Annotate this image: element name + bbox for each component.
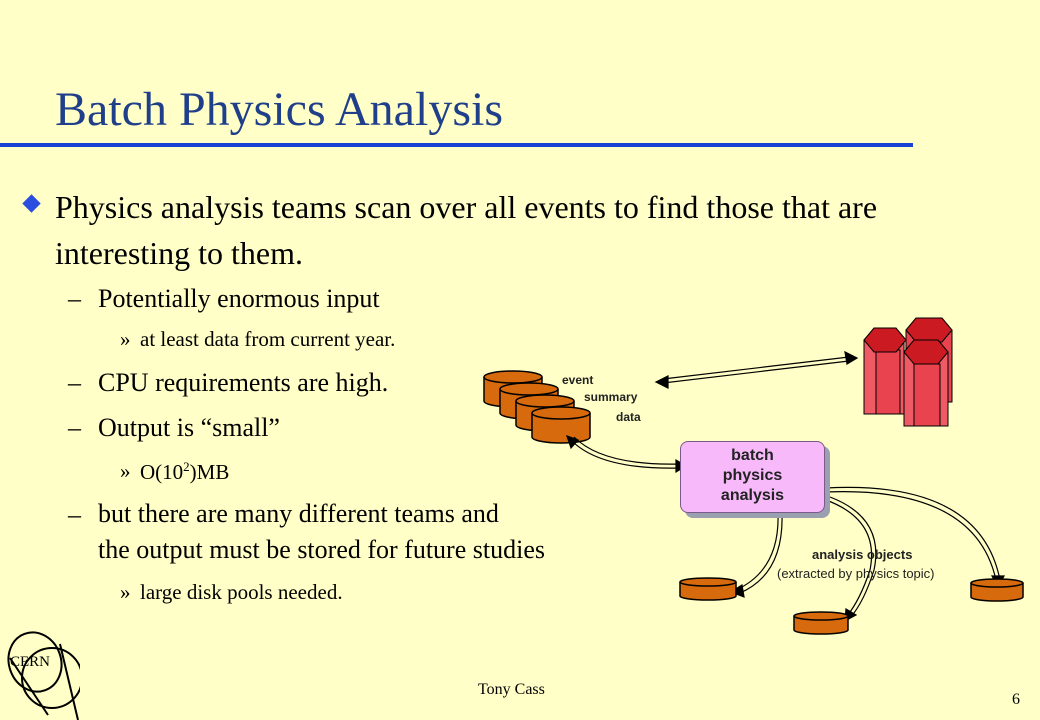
data-label: data [616,410,641,424]
page-number: 6 [1012,691,1020,708]
title-underline [0,143,913,147]
batch-physics-analysis-box: batch physics analysis [680,441,825,513]
item-output-small: Output is “small” [98,413,280,442]
event-summary-data-cylinders [483,370,591,444]
event-label: event [562,373,594,387]
dash-marker: – [68,284,81,313]
arrow-storage-link [654,350,859,389]
item-potentially-enormous-input: Potentially enormous input [98,284,380,313]
arrow-data-to-analysis [566,435,688,474]
raquo-marker: » [120,327,131,351]
arrow-to-objects [729,486,1006,623]
dash-marker: – [68,368,81,397]
item-many-teams: but there are many different teams and t… [98,499,545,564]
item-output-size: O(102)MB [140,459,230,484]
red-storage-hexagons [863,317,953,427]
dash-marker: – [68,500,81,529]
main-bullet-text: Physics analysis teams scan over all eve… [55,189,878,271]
item-data-current-year: at least data from current year. [140,327,396,351]
raquo-marker: » [120,459,131,483]
summary-label: summary [584,390,638,404]
analysis-object-disks [679,577,1024,635]
analysis-objects-title: analysis objects [812,547,913,562]
raquo-marker: » [120,580,131,604]
footer-author: Tony Cass [478,681,545,698]
analysis-objects-subtitle: (extracted by physics topic) [777,566,935,581]
item-large-disk-pools: large disk pools needed. [140,580,343,604]
svg-text:CERN: CERN [10,654,50,670]
dash-marker: – [68,413,81,442]
cern-logo-icon: CERN [7,631,80,720]
slide-title: Batch Physics Analysis [55,83,504,136]
item-cpu-requirements: CPU requirements are high. [98,368,389,397]
